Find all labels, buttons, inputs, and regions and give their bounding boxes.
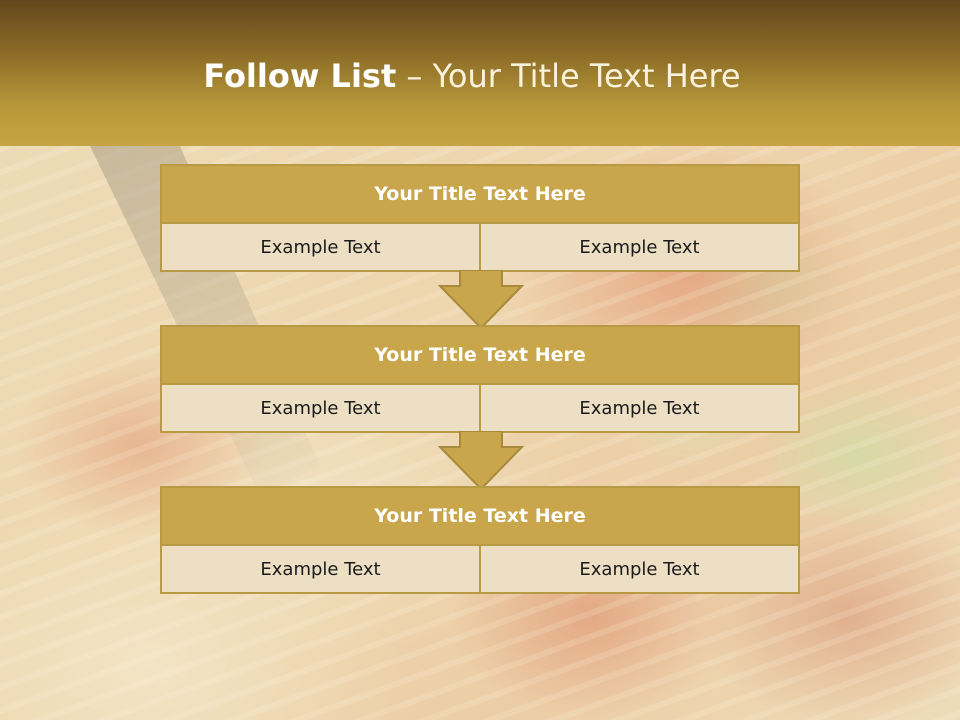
- down-arrow-icon: [438, 270, 524, 330]
- title-bar: Follow List – Your Title Text Here: [0, 0, 960, 146]
- flow-box-title: Your Title Text Here: [162, 488, 798, 546]
- flow-box-cell-right: Example Text: [479, 385, 798, 431]
- slide-title-bold: Follow List: [203, 57, 397, 95]
- flow-box-cell-left: Example Text: [162, 224, 479, 270]
- flow-box-1: Your Title Text Here Example Text Exampl…: [160, 164, 800, 272]
- flow-box-3: Your Title Text Here Example Text Exampl…: [160, 486, 800, 594]
- down-arrow-icon: [438, 431, 524, 491]
- flow-box-cells: Example Text Example Text: [162, 546, 798, 592]
- slide-title-rest: – Your Title Text Here: [406, 57, 741, 95]
- flow-box-title: Your Title Text Here: [162, 166, 798, 224]
- flow-box-cell-left: Example Text: [162, 546, 479, 592]
- flow-box-title: Your Title Text Here: [162, 327, 798, 385]
- flow-box-cell-right: Example Text: [479, 546, 798, 592]
- slide-title: Follow List – Your Title Text Here: [0, 56, 944, 96]
- flow-box-cell-right: Example Text: [479, 224, 798, 270]
- flow-box-2: Your Title Text Here Example Text Exampl…: [160, 325, 800, 433]
- flow-box-cells: Example Text Example Text: [162, 224, 798, 270]
- flow-box-cells: Example Text Example Text: [162, 385, 798, 431]
- flow-box-cell-left: Example Text: [162, 385, 479, 431]
